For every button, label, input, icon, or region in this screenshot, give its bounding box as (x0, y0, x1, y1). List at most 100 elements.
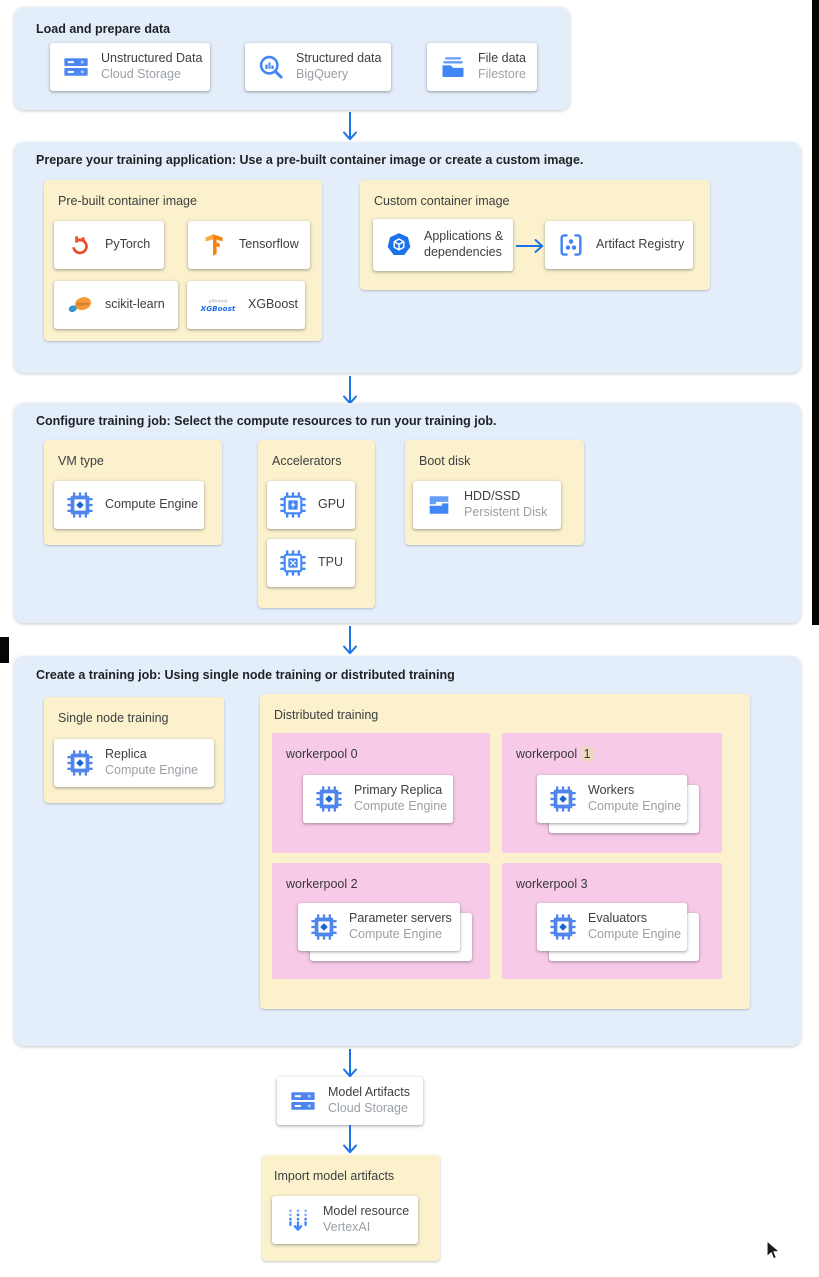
svg-text:eXtreme: eXtreme (209, 299, 228, 305)
card-title: Unstructured Data (101, 51, 203, 66)
vertex-ai-icon (284, 1206, 312, 1234)
section-title: Create a training job: Using single node… (36, 668, 455, 682)
compute-engine-icon (549, 913, 577, 941)
card-title: Primary Replica (354, 783, 443, 798)
left-edge-black-artifact (0, 637, 9, 663)
card-applications-dependencies: Applications &dependencies (373, 219, 513, 271)
panel-label: Accelerators (272, 454, 342, 468)
card-subtitle: Cloud Storage (328, 1101, 408, 1115)
card-subtitle: Filestore (478, 67, 526, 81)
card-title: GPU (318, 497, 346, 512)
flow-arrow-down-1 (342, 112, 358, 141)
card-title: XGBoost (248, 297, 299, 312)
flow-arrow-down-3 (342, 626, 358, 655)
card-gpu: GPU (267, 481, 355, 529)
panel-label: Boot disk (419, 454, 471, 468)
cloud-storage-icon (289, 1087, 317, 1115)
section-create-training-job: Create a training job: Using single node… (14, 656, 801, 1046)
card-subtitle: Compute Engine (588, 927, 682, 941)
card-pytorch: PyTorch (54, 221, 164, 269)
flow-arrow-down-2 (342, 376, 358, 405)
card-subtitle: Cloud Storage (101, 67, 181, 81)
card-title: Parameter servers (349, 911, 452, 926)
card-tensorflow: Tensorflow (188, 221, 310, 269)
card-title: HDD/SSD (464, 489, 521, 504)
compute-engine-icon (315, 785, 343, 813)
bigquery-icon (257, 53, 285, 81)
flow-arrow-right-custom-image (516, 238, 544, 254)
svg-text:learn: learn (77, 302, 89, 308)
flow-arrow-down-4 (342, 1049, 358, 1078)
card-title: Replica (105, 747, 147, 762)
compute-engine-icon (310, 913, 338, 941)
section-title: Configure training job: Select the compu… (36, 414, 497, 428)
card-subtitle: VertexAI (323, 1220, 371, 1234)
card-subtitle: Compute Engine (354, 799, 448, 813)
workerpool-label: workerpool 0 (286, 747, 358, 761)
compute-engine-icon (66, 491, 94, 519)
panel-label: Pre-built container image (58, 194, 197, 208)
card-title: Workers (588, 783, 635, 798)
artifact-registry-icon (557, 231, 585, 259)
filestore-icon (439, 53, 467, 81)
card-subtitle: Compute Engine (349, 927, 443, 941)
card-compute-engine: Compute Engine (54, 481, 204, 529)
section-title: Prepare your training application: Use a… (36, 153, 584, 167)
card-title: TPU (318, 555, 343, 570)
scikit-learn-icon: learn (66, 291, 94, 319)
workerpool-label: workerpool 1 (516, 747, 594, 761)
card-subtitle: BigQuery (296, 67, 349, 81)
flow-arrow-down-5 (342, 1125, 358, 1154)
card-title: Tensorflow (239, 237, 299, 252)
svg-text:XGBoost: XGBoost (200, 304, 236, 313)
pytorch-icon (66, 231, 94, 259)
compute-engine-icon (549, 785, 577, 813)
card-title: scikit-learn (105, 297, 165, 312)
gpu-icon (279, 491, 307, 519)
right-edge-black-artifact (812, 0, 819, 625)
card-title-line2: dependencies (424, 245, 502, 259)
workerpool-number-highlighted: 1 (580, 747, 594, 761)
panel-label: VM type (58, 454, 104, 468)
card-subtitle: Compute Engine (588, 799, 682, 813)
card-subtitle: Persistent Disk (464, 505, 548, 519)
card-title: Evaluators (588, 911, 648, 926)
card-title-line1: Applications & (424, 229, 504, 244)
panel-label: Custom container image (374, 194, 510, 208)
card-title: PyTorch (105, 237, 151, 252)
mouse-cursor (763, 1239, 783, 1267)
card-title: File data (478, 51, 526, 66)
panel-label: Single node training (58, 711, 169, 725)
card-title: Artifact Registry (596, 237, 685, 252)
card-subtitle: Compute Engine (105, 763, 199, 777)
applications-icon (385, 231, 413, 259)
workerpool-label: workerpool 2 (286, 877, 358, 891)
panel-label: Import model artifacts (274, 1169, 395, 1183)
cloud-storage-icon (62, 53, 90, 81)
card-title: Compute Engine (105, 497, 199, 512)
compute-engine-icon (66, 749, 94, 777)
tpu-icon (279, 549, 307, 577)
panel-label: Distributed training (274, 708, 379, 722)
card-title: Model Artifacts (328, 1085, 410, 1100)
card-scikit-learn: learn scikit-learn (54, 281, 178, 329)
tensorflow-icon (200, 231, 228, 259)
workerpool-label: workerpool 3 (516, 877, 588, 891)
card-artifact-registry: Artifact Registry (545, 221, 693, 269)
section-title: Load and prepare data (36, 22, 171, 36)
card-title: Model resource (323, 1204, 410, 1219)
card-title: Structured data (296, 51, 382, 66)
persistent-disk-icon (425, 491, 453, 519)
